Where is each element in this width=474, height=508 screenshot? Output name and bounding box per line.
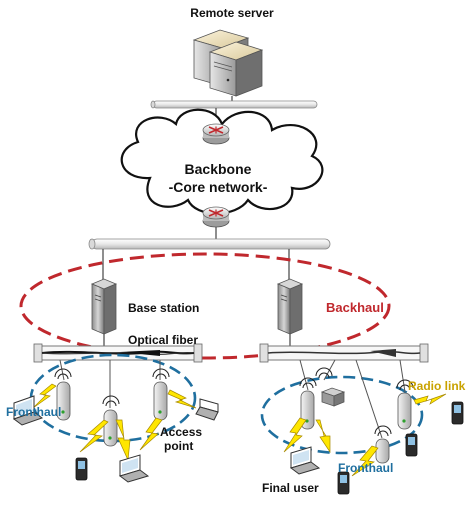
laptop-icon <box>195 398 219 421</box>
lightning-icon <box>139 417 163 451</box>
access-point-antenna-1 <box>54 368 72 421</box>
phone-icon <box>451 401 464 425</box>
backbone-label: Backbone <box>185 161 252 177</box>
core-network-label: -Core network- <box>169 179 268 195</box>
laptop-icon <box>289 446 321 475</box>
lightning-icon <box>351 445 379 477</box>
right-drop-wires <box>299 359 406 439</box>
access-point-label-line1: Access <box>160 425 202 439</box>
radio-link-label: Radio link <box>408 379 466 393</box>
access-point-antenna-3 <box>152 368 170 421</box>
access-switch-icon <box>320 387 346 407</box>
phone-icon <box>75 457 88 481</box>
access-point-antenna-5 <box>315 367 333 379</box>
access-point-antenna-6 <box>374 425 392 464</box>
final-user-label: Final user <box>262 481 319 495</box>
access-point-label-line2: point <box>164 439 193 453</box>
lightning-icon <box>32 383 57 409</box>
lightning-icon <box>115 419 131 462</box>
optical-fiber-left <box>33 343 203 363</box>
laptop-icon <box>12 395 44 426</box>
core-router-bottom-icon <box>202 206 230 228</box>
remote-server-label: Remote server <box>190 6 274 20</box>
base-station-left-icon <box>90 278 118 335</box>
radio-links-left <box>32 383 197 462</box>
lightning-icon <box>413 393 447 405</box>
lightning-icon <box>283 417 307 453</box>
fronthaul-right-boundary <box>260 375 424 455</box>
lightning-icon <box>167 389 197 409</box>
access-point-antenna-7 <box>396 379 414 430</box>
backhaul-boundary <box>19 252 391 360</box>
fronthaul-right-label: Fronthaul <box>338 461 393 475</box>
remote-server-icon <box>192 29 264 97</box>
aggregation-network-bus <box>88 238 331 250</box>
access-point-antenna-2 <box>102 395 120 447</box>
left-drop-wires <box>59 359 161 408</box>
base-station-label: Base station <box>128 301 199 315</box>
phone-icon <box>337 471 350 495</box>
lightning-icon <box>79 419 109 453</box>
base-station-right-icon <box>276 278 304 335</box>
phone-icon <box>405 433 418 457</box>
optical-fiber-label: Optical fiber <box>128 333 198 347</box>
laptop-icon <box>118 454 150 483</box>
top-network-bus <box>150 100 318 109</box>
fronthaul-left-label: Fronthaul <box>6 405 61 419</box>
core-router-top-icon <box>202 123 230 145</box>
lightning-icon <box>315 419 331 454</box>
radio-links-right <box>283 393 447 477</box>
optical-fiber-right <box>259 343 429 363</box>
backhaul-label: Backhaul <box>326 300 384 315</box>
